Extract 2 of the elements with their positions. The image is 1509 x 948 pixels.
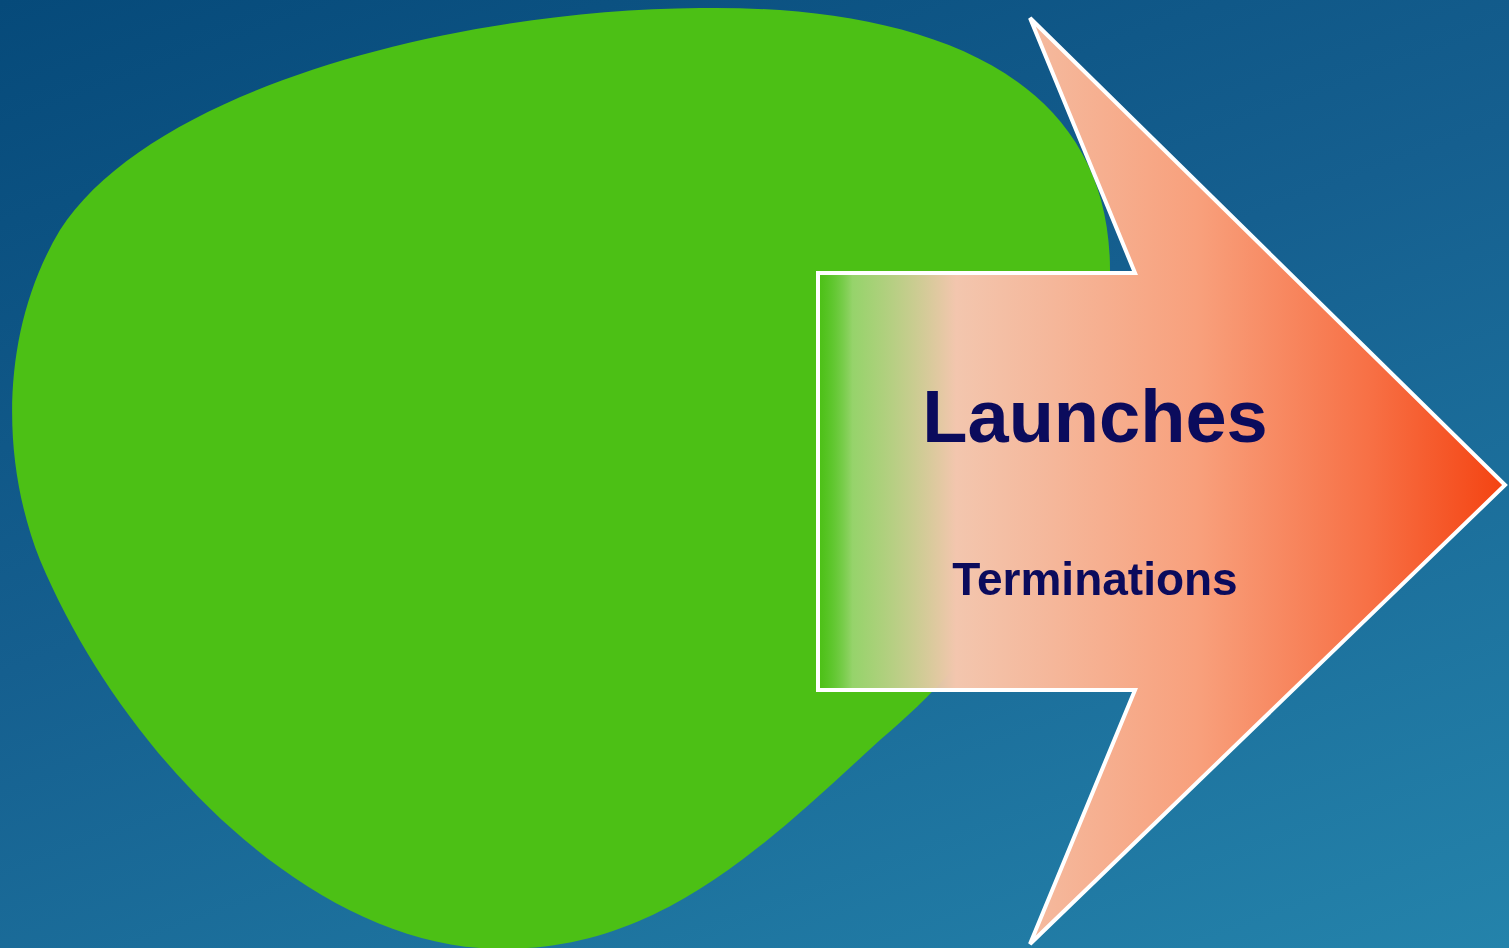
subheading: Terminations	[952, 552, 1238, 606]
heading: Launches	[922, 374, 1268, 459]
